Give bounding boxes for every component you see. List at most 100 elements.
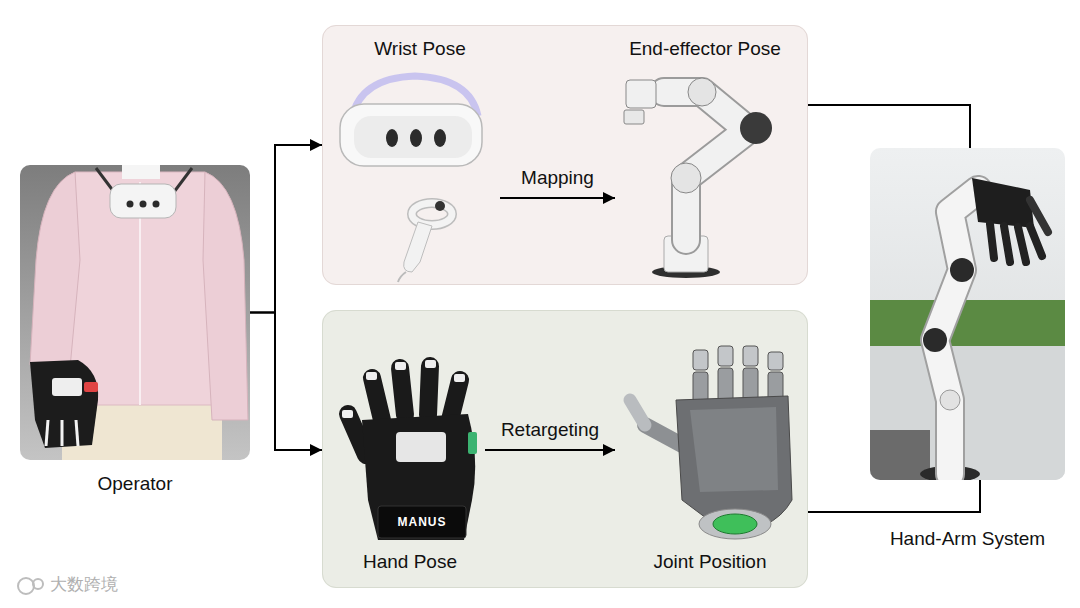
- connector-line: [808, 105, 970, 148]
- arm-flange: [626, 80, 656, 108]
- figure-title: Wrist Pose: [374, 38, 466, 61]
- arm-joint: [740, 112, 772, 144]
- hand-mount: [699, 509, 771, 539]
- robot-hand-illustration: [630, 346, 792, 539]
- connector-arrow: [485, 449, 615, 451]
- glove-brand-text: MANUS: [398, 515, 447, 529]
- controller-stick: [435, 201, 445, 211]
- data-glove-illustration: [342, 360, 477, 540]
- hand-finger: [768, 352, 783, 370]
- glove-plate: [52, 378, 82, 396]
- vr-headset-illustration: [340, 76, 482, 282]
- glove-sensor: [425, 360, 436, 368]
- connector-line: [808, 480, 980, 512]
- robot-finger: [1018, 227, 1026, 262]
- collar: [122, 165, 160, 179]
- glove-finger-marker: [46, 420, 48, 446]
- robot-finger: [1030, 226, 1042, 256]
- edge-label: Retargeting: [501, 419, 599, 442]
- headset-strap: [174, 168, 192, 192]
- arm-gripper: [624, 110, 644, 124]
- robot-arm-figure: End-effector Pose: [615, 32, 795, 277]
- headset-sensor: [386, 129, 398, 147]
- vr-headset-figure: Wrist Pose: [340, 32, 500, 277]
- glove-finger-marker: [76, 420, 78, 446]
- headset-sensor: [140, 201, 147, 208]
- hand-finger: [718, 368, 733, 402]
- glove-sensor: [454, 374, 465, 382]
- glove-sensor: [395, 362, 406, 370]
- data-glove-figure: Hand Pose: [335, 345, 485, 580]
- watermark-holder: 大数跨境: [50, 575, 118, 595]
- headset-sensor: [434, 129, 446, 147]
- jacket-sleeve: [203, 172, 248, 420]
- hand-palm-face: [690, 407, 778, 492]
- panel-ground: [322, 25, 808, 285]
- figure-title: Hand Pose: [363, 551, 457, 574]
- arm-joint: [671, 163, 701, 193]
- hand-mount-disk: [713, 514, 757, 534]
- edge-label-holder: Mapping: [521, 167, 594, 190]
- connector-arrow: [500, 197, 615, 199]
- glove-brand-text-holder: MANUS: [398, 515, 447, 529]
- controller-cord: [398, 272, 406, 282]
- connector-group: [250, 105, 980, 512]
- arm-joint: [940, 390, 960, 410]
- hand-arm-photo: Hand-Arm System: [870, 148, 1065, 480]
- robot-hand-figure: Joint Position: [615, 335, 805, 580]
- watermark-icon: [18, 578, 43, 594]
- operator-photo: Operator: [20, 165, 250, 460]
- glove-tag: [468, 432, 477, 454]
- glove-tag: [84, 382, 98, 392]
- glove-finger: [450, 380, 460, 420]
- arm-link: [664, 92, 748, 240]
- figure-title: Joint Position: [653, 551, 766, 574]
- headset-strap: [96, 168, 114, 192]
- operator-illustration: [20, 165, 250, 460]
- glove-sensor: [342, 410, 353, 418]
- headset-sensor: [127, 201, 134, 208]
- hand-finger: [743, 346, 758, 366]
- hand-finger: [693, 350, 708, 370]
- robot-finger: [990, 224, 994, 258]
- worn-headset: [110, 184, 176, 218]
- robot-arm-illustration: [624, 78, 772, 278]
- glove-finger: [400, 368, 405, 415]
- headset-sensor: [153, 201, 160, 208]
- green-floor: [870, 300, 1065, 346]
- edge-label: Mapping: [521, 167, 594, 190]
- hand-finger: [718, 346, 733, 366]
- hand-retargeting-panel: Hand Pose Joint Position: [322, 310, 808, 588]
- glove-finger: [428, 366, 430, 415]
- glove-palm: [362, 414, 475, 540]
- watermark-ring: [18, 578, 34, 594]
- connector-arrow: [250, 145, 322, 313]
- connector-arrow: [250, 313, 322, 451]
- pose-mapping-panel: Wrist Pose End-effector Pose: [322, 25, 808, 285]
- watermark: 大数跨境: [50, 575, 118, 595]
- panel-ground: [322, 310, 808, 588]
- photo-background: [870, 148, 1065, 480]
- arm-link-outline: [664, 92, 748, 240]
- watermark-ring: [33, 579, 43, 589]
- glove-finger: [372, 378, 382, 420]
- arm-joint: [688, 78, 716, 106]
- glove-finger-marker: [61, 420, 64, 446]
- edge-label-holder: Retargeting: [501, 419, 599, 442]
- glove-plate: [396, 432, 446, 462]
- headset-front: [354, 116, 472, 158]
- glove-sensor: [366, 372, 377, 380]
- robot-thumb: [1030, 200, 1048, 232]
- table-surface: [870, 346, 1065, 480]
- headset-visor: [340, 104, 482, 166]
- controller-handle: [404, 222, 432, 272]
- figure-caption: Operator: [98, 473, 173, 496]
- worn-glove: [30, 360, 98, 448]
- arm-joint: [923, 328, 947, 352]
- headset-sensor: [410, 129, 422, 147]
- jacket-sleeve: [30, 172, 80, 368]
